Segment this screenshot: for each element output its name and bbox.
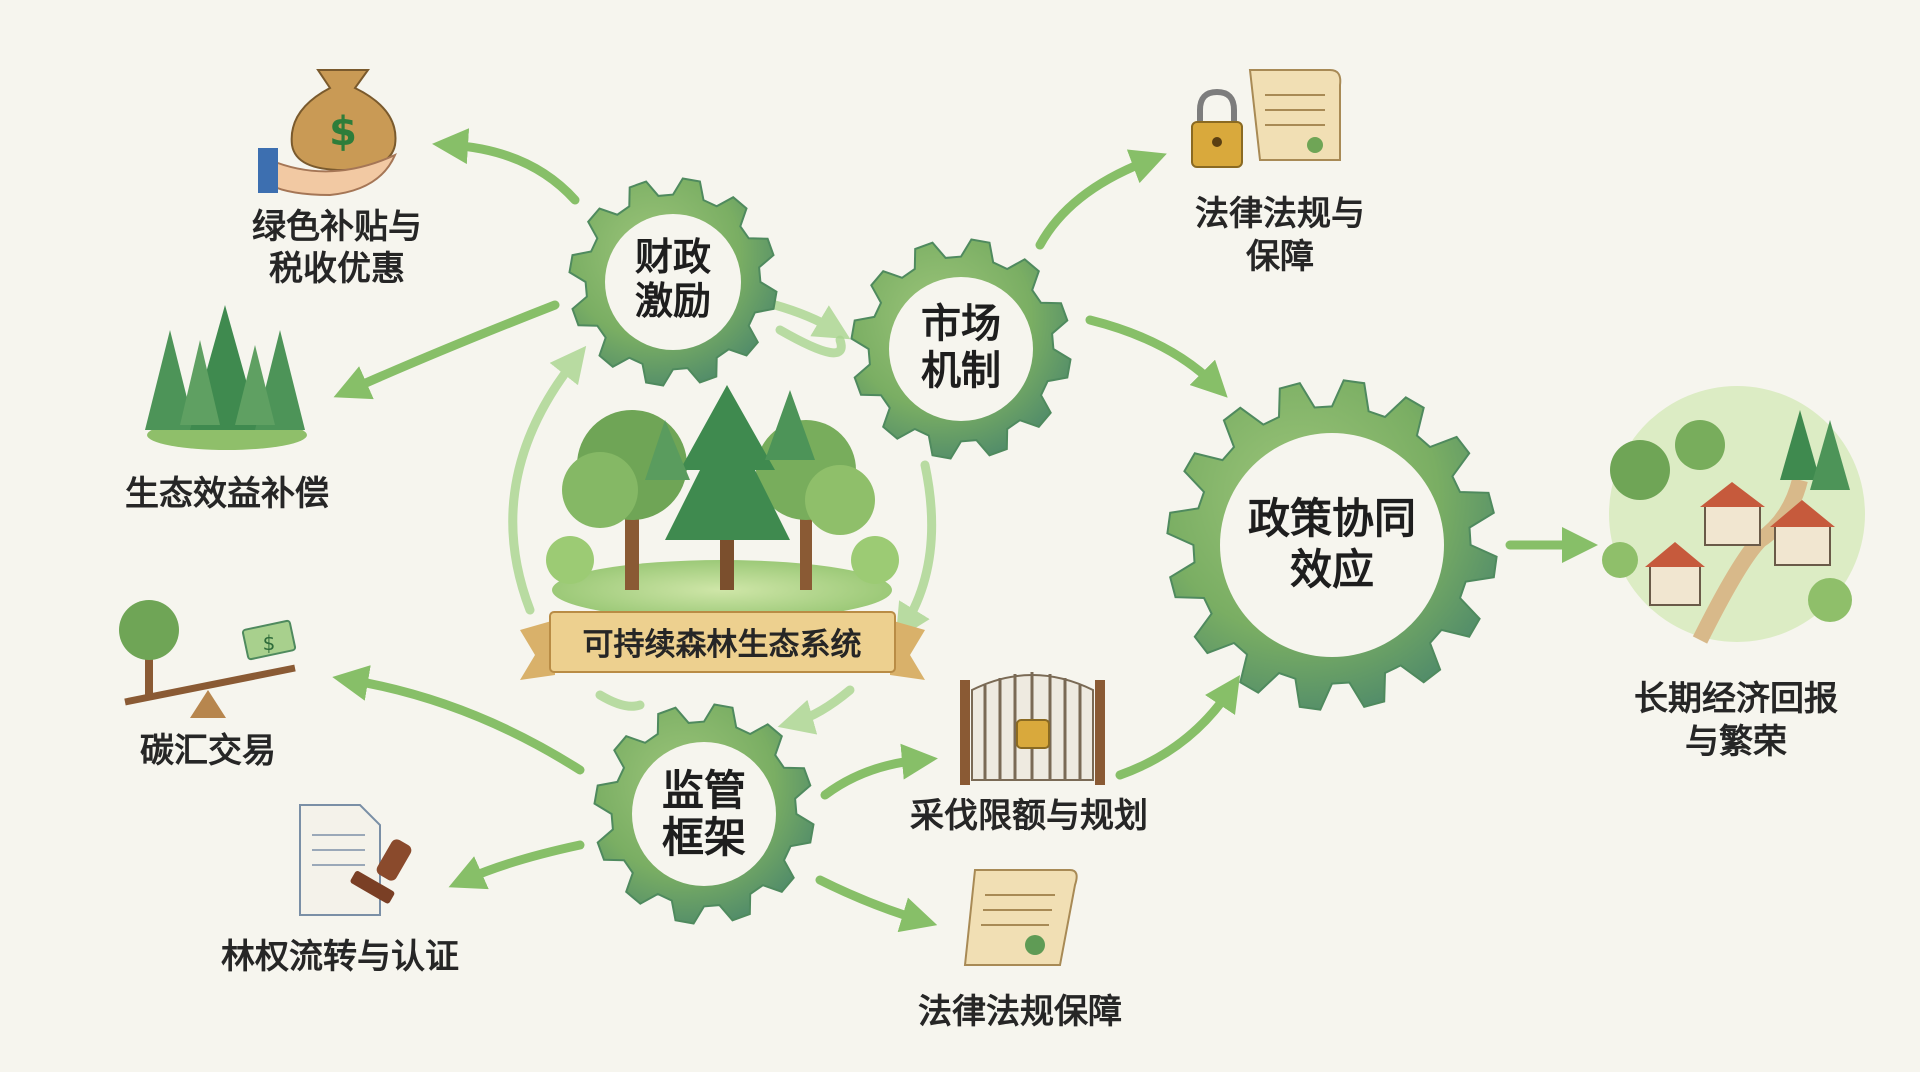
label-law-top-2: 保障: [1246, 237, 1314, 277]
forest-trees: [546, 385, 899, 590]
label-outcome-2: 与繁荣: [1685, 722, 1787, 762]
label-law-bottom: 法律法规保障: [918, 992, 1122, 1032]
arrow-market-to-synergy: [1085, 315, 1228, 398]
gear-synergy-label-1: 政策协同: [1248, 494, 1416, 543]
gear-fiscal: 财政 激励: [568, 177, 778, 387]
label-outcome-1: 长期经济回报: [1634, 679, 1838, 719]
fiscal-to-market-arrow: [770, 300, 851, 340]
gear-market: 市场 机制: [850, 238, 1072, 460]
banner-text: 可持续森林生态系统: [583, 627, 862, 663]
label-subsidy-2: 税收优惠: [269, 249, 405, 289]
cycle-arrow-right: [895, 460, 937, 641]
arrow-to-harvest: [820, 743, 938, 800]
gear-market-label-2: 机制: [921, 348, 1001, 394]
gear-fiscal-label-1: 财政: [635, 235, 711, 279]
banner: 可持续森林生态系统: [520, 611, 925, 680]
gear-market-hub: [889, 277, 1033, 421]
scroll-icon: [963, 869, 1078, 966]
money-bag-hand-icon: $: [258, 69, 397, 197]
cycle-arrow-top: [775, 325, 846, 358]
banknote-symbol: $: [263, 631, 276, 655]
cycle-arrows: [508, 300, 937, 735]
arrow-to-forest-rights: [448, 840, 585, 890]
lock-scroll-icon: [1191, 69, 1342, 168]
cycle-arrow-bottom-left: [595, 690, 645, 711]
gear-regulation-label-1: 监管: [662, 766, 746, 815]
village-icon: [1602, 386, 1865, 644]
cycle-arrow-left: [508, 345, 587, 615]
document-stamp-icon: [299, 804, 412, 916]
gear-synergy: 政策协同 效应: [1166, 379, 1498, 711]
arrow-to-subsidy: [432, 128, 580, 205]
label-harvest: 采伐限额与规划: [910, 796, 1148, 836]
arrow-to-carbon: [332, 665, 585, 775]
gear-synergy-label-2: 效应: [1290, 545, 1374, 594]
label-subsidy-1: 绿色补贴与: [252, 207, 422, 247]
pine-forest-icon: [145, 305, 307, 450]
label-law-top-1: 法律法规与: [1195, 194, 1365, 234]
cycle-arrow-bottom-right: [777, 685, 855, 735]
gate-lock-icon: [960, 672, 1105, 785]
gear-regulation: 监管 框架: [593, 703, 815, 925]
gear-regulation-label-2: 框架: [662, 813, 746, 862]
flow-arrows: [332, 128, 1598, 933]
arrow-to-eco-comp: [333, 300, 560, 400]
label-carbon: 碳汇交易: [140, 731, 276, 771]
gear-synergy-hub: [1220, 433, 1444, 657]
label-forest-rights: 林权流转与认证: [221, 937, 459, 977]
arrow-to-law-top: [1035, 149, 1167, 250]
arrow-regulation-to-synergy: [1115, 675, 1240, 780]
arrow-to-law-bottom: [815, 875, 938, 933]
forest-illustration: 可持续森林生态系统: [520, 385, 925, 680]
carbon-seesaw-icon: $: [119, 600, 297, 718]
label-eco-comp: 生态效益补偿: [125, 474, 329, 514]
gear-market-label-1: 市场: [921, 301, 1001, 347]
money-bag-symbol: $: [329, 109, 357, 155]
gear-fiscal-hub: [605, 214, 741, 350]
gear-fiscal-label-2: 激励: [635, 279, 711, 323]
gear-regulation-hub: [632, 742, 776, 886]
